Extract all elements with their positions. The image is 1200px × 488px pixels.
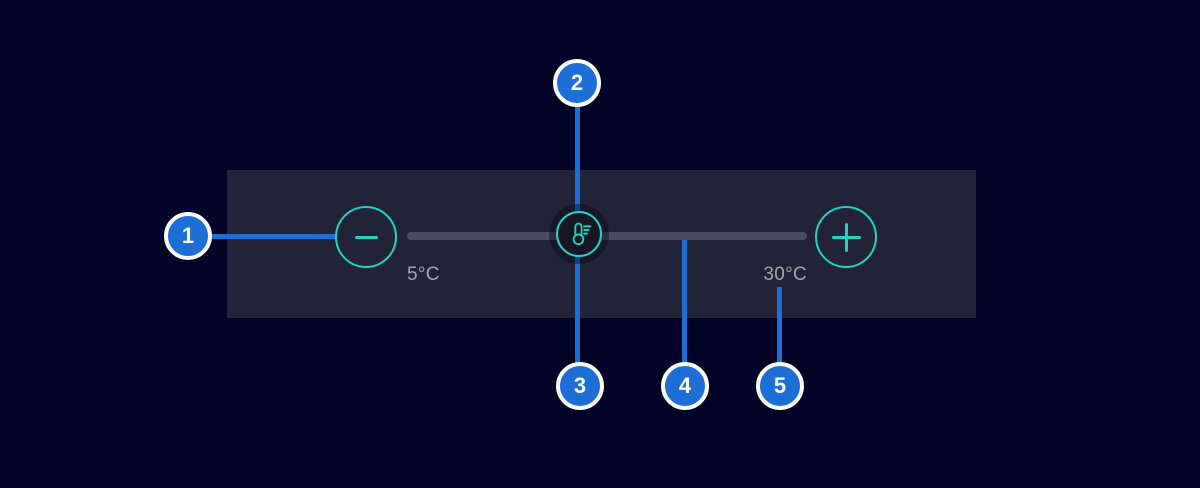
callout-badge-5: 5 xyxy=(756,362,804,410)
minus-icon xyxy=(354,235,378,239)
slider-handle[interactable] xyxy=(556,211,602,257)
callout-number: 1 xyxy=(181,223,195,248)
callout-line-5 xyxy=(777,287,782,386)
min-value-label: 5°C xyxy=(407,264,440,285)
callout-number: 5 xyxy=(773,373,787,398)
increase-button[interactable] xyxy=(815,206,877,268)
callout-badge-1: 1 xyxy=(164,212,212,260)
decrease-button[interactable] xyxy=(335,206,397,268)
plus-icon xyxy=(831,222,861,252)
callout-number: 4 xyxy=(678,373,692,398)
callout-badge-4: 4 xyxy=(661,362,709,410)
thermometer-icon xyxy=(566,221,593,248)
callout-number: 2 xyxy=(570,70,584,95)
callout-line-1 xyxy=(188,234,336,239)
callout-badge-2: 2 xyxy=(553,59,601,107)
callout-badge-3: 3 xyxy=(556,362,604,410)
slider-track[interactable] xyxy=(407,232,807,240)
callout-line-4 xyxy=(682,236,687,386)
callout-number: 3 xyxy=(573,373,587,398)
max-value-label: 30°C xyxy=(763,264,807,285)
